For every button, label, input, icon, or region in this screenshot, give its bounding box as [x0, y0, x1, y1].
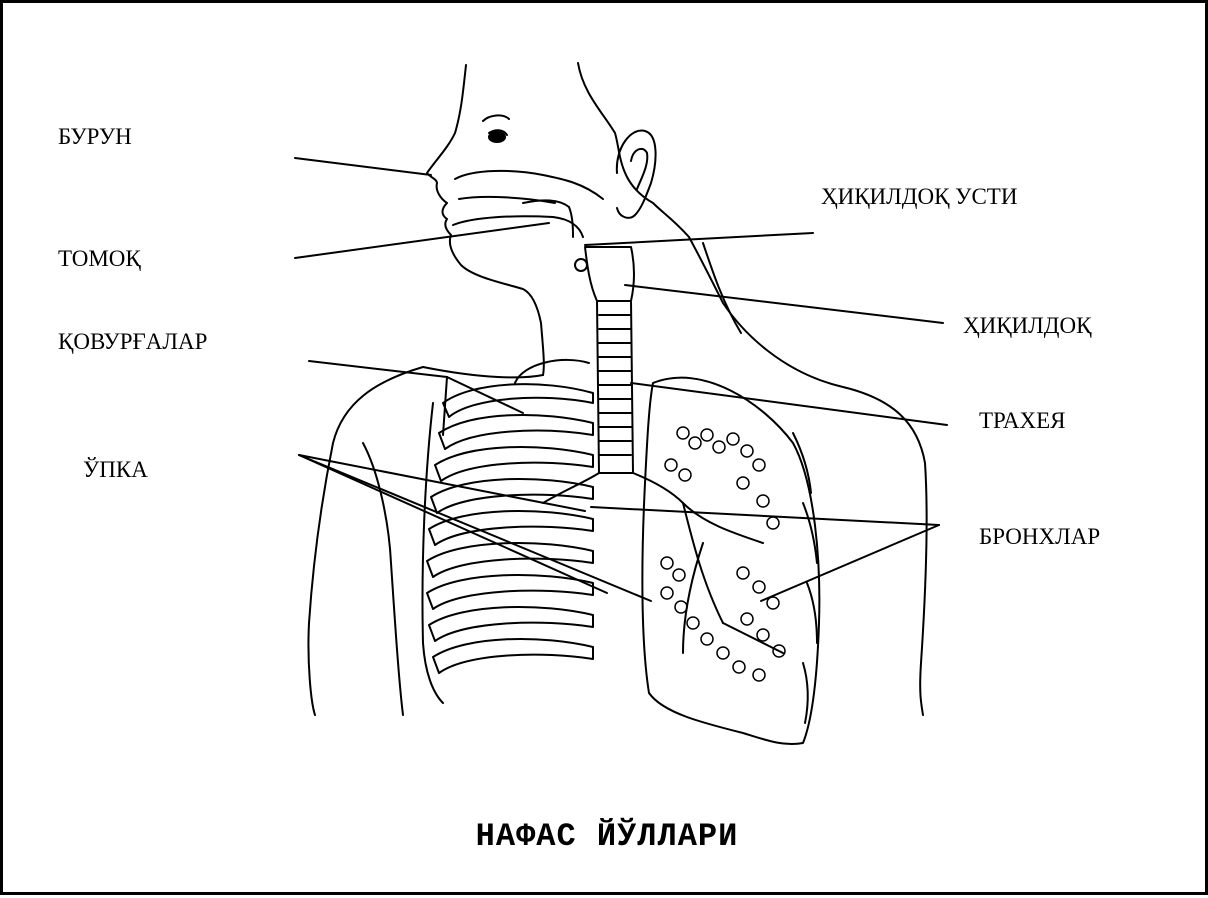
- leader-trachea: [631, 383, 947, 425]
- label-nose: БУРУН: [58, 125, 132, 148]
- lung: [642, 378, 819, 744]
- leader-bronchi-2: [761, 525, 939, 601]
- leader-lung-3: [299, 455, 651, 601]
- diagram-title: НАФАС ЙЎЛЛАРИ: [3, 821, 1208, 853]
- body-outline: [308, 63, 926, 715]
- label-throat: ТОМОҚ: [58, 247, 141, 270]
- label-bronchi: БРОНХЛАР: [979, 525, 1100, 548]
- leader-lung-2: [299, 455, 607, 593]
- alveoli-clusters: [661, 427, 785, 681]
- leader-nose: [295, 158, 431, 175]
- label-larynx: ҲИҚИЛДОҚ: [963, 314, 1091, 337]
- label-epiglottis: ҲИҚИЛДОҚ УСТИ: [821, 185, 1017, 208]
- leader-lines: [295, 158, 947, 601]
- label-ribs: ҚОВУРҒАЛАР: [58, 330, 207, 353]
- label-lung: ЎПКА: [83, 458, 148, 481]
- leader-throat: [295, 223, 549, 258]
- leader-epiglottis: [585, 233, 813, 245]
- respiratory-system-illustration: [3, 3, 1208, 898]
- rib-cage: [422, 360, 593, 703]
- leader-larynx: [625, 285, 943, 323]
- label-trachea: ТРАХЕЯ: [979, 409, 1066, 432]
- leader-ribs-1: [309, 361, 447, 377]
- larynx-trachea: [543, 247, 683, 503]
